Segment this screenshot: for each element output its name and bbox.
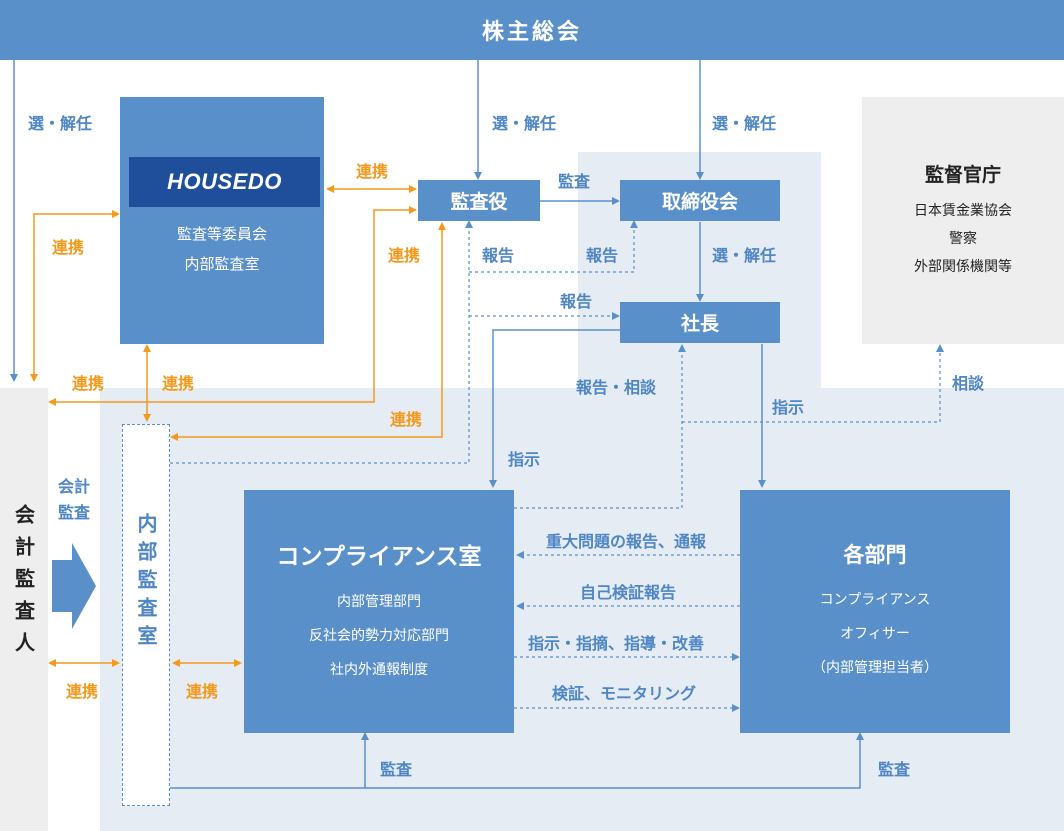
label-report-consult: 報告・相談 (576, 378, 657, 397)
label-elect-dismiss-left: 選・解任 (28, 114, 93, 133)
supervisory-auditor-box: 監査役 (418, 180, 540, 221)
label-monitoring: 検証、モニタリング (552, 684, 697, 703)
label-serious-report: 重大問題の報告、通報 (546, 532, 707, 551)
label-liaison-bottom-right: 連携 (186, 682, 219, 701)
label-audit-departments: 監査 (878, 760, 911, 779)
internal-audit-char: 内部監査室 (134, 513, 158, 653)
regulator-item: 日本賃金業協会 (914, 203, 1012, 219)
label-instruct-departments: 指示 (772, 398, 805, 417)
departments-title: 各部門 (843, 542, 907, 567)
departments-box: 各部門 コンプライアンス オフィサー （内部管理担当者） (740, 490, 1010, 733)
label-liaison-mid: 連携 (388, 246, 421, 265)
shareholders-meeting-header: 株主総会 (0, 0, 1064, 60)
departments-item: オフィサー (840, 625, 910, 642)
compliance-item: 反社会的勢力対応部門 (309, 627, 449, 644)
committee-line2: 内部監査室 (184, 255, 260, 273)
external-auditor-panel (0, 388, 48, 831)
label-liaison-left: 連携 (52, 238, 85, 257)
external-auditor-label: 会計監査人 (11, 504, 36, 664)
label-report-president: 報告 (560, 292, 593, 311)
label-liaison-bottom-left: 連携 (66, 682, 99, 701)
regulator-item: 外部関係機関等 (914, 259, 1012, 275)
label-guidance: 指示・指摘、指導・改善 (528, 634, 705, 653)
audit-committee-box: HOUSEDO 監査等委員会 内部監査室 (120, 97, 324, 344)
housedo-logo: HOUSEDO (129, 157, 320, 207)
departments-item: （内部管理担当者） (812, 659, 938, 676)
departments-item: コンプライアンス (819, 591, 931, 608)
regulator-item: 警察 (949, 231, 977, 247)
external-auditor-label-wrap: 会計監査人 (0, 504, 48, 664)
label-liaison-internal: 連携 (390, 410, 423, 429)
regulator-box: 監督官庁 日本賃金業協会 警察 外部関係機関等 (862, 97, 1064, 344)
shareholders-meeting-label: 株主総会 (481, 20, 582, 45)
label-liaison-external: 連携 (72, 374, 105, 393)
president-box: 社長 (620, 302, 780, 343)
label-liaison-logo-auditor: 連携 (356, 162, 389, 181)
compliance-title: コンプライアンス室 (276, 543, 482, 570)
internal-audit-label: 内部監査室 (134, 513, 158, 653)
label-report-auditor: 報告 (482, 246, 515, 265)
label-report-board: 報告 (586, 246, 619, 265)
regulator-title: 監督官庁 (924, 164, 1001, 186)
compliance-item: 社内外通報制度 (330, 661, 428, 678)
label-audit-board: 監査 (558, 172, 591, 191)
label-elect-dismiss-auditor: 選・解任 (492, 114, 557, 133)
board-box: 取締役会 (620, 180, 780, 221)
committee-line1: 監査等委員会 (176, 225, 267, 243)
label-self-check: 自己検証報告 (580, 583, 677, 602)
compliance-item: 内部管理部門 (337, 593, 421, 610)
label-elect-dismiss-president: 選・解任 (712, 246, 777, 265)
label-liaison-committee: 連携 (162, 374, 195, 393)
label-audit-compliance: 監査 (380, 760, 413, 779)
label-elect-dismiss-board: 選・解任 (712, 114, 777, 133)
label-consult: 相談 (952, 374, 985, 393)
compliance-office-box: コンプライアンス室 内部管理部門 反社会的勢力対応部門 社内外通報制度 (244, 490, 514, 733)
label-accounting-audit: 会計監査 (57, 477, 90, 522)
internal-audit-box: 内部監査室 (122, 424, 170, 806)
label-instruct-compliance: 指示 (508, 450, 541, 469)
accounting-audit-arrow-icon (52, 543, 96, 629)
